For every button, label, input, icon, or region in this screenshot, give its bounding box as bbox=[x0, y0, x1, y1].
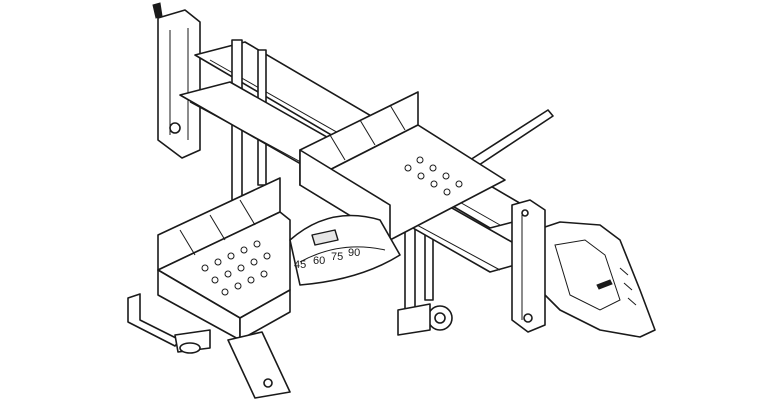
front-guide-post bbox=[511, 199, 546, 333]
front-left-bed bbox=[157, 177, 291, 341]
left-clamp bbox=[127, 293, 211, 354]
blade-roller bbox=[397, 303, 453, 336]
miter-turntable bbox=[289, 214, 401, 286]
rear-guide-post bbox=[152, 2, 201, 159]
rear-bed-holes bbox=[404, 156, 463, 196]
foot-hole-icon bbox=[263, 378, 273, 388]
saw-handle bbox=[529, 221, 656, 338]
handle-badge-icon bbox=[596, 279, 613, 290]
front-foot bbox=[227, 331, 291, 399]
scale-label-75: 75 bbox=[331, 251, 343, 263]
scale-label-45: 45 bbox=[294, 259, 306, 271]
thumb-screw-icon bbox=[152, 2, 163, 19]
miter-scale: 45 60 75 90 bbox=[294, 247, 360, 271]
scale-label-90: 90 bbox=[348, 247, 360, 259]
back-rod bbox=[469, 109, 554, 168]
front-bed-holes bbox=[201, 240, 271, 296]
scale-pointer-icon bbox=[311, 229, 339, 246]
clamp-knob-icon bbox=[179, 342, 201, 354]
scale-label-60: 60 bbox=[313, 255, 325, 267]
